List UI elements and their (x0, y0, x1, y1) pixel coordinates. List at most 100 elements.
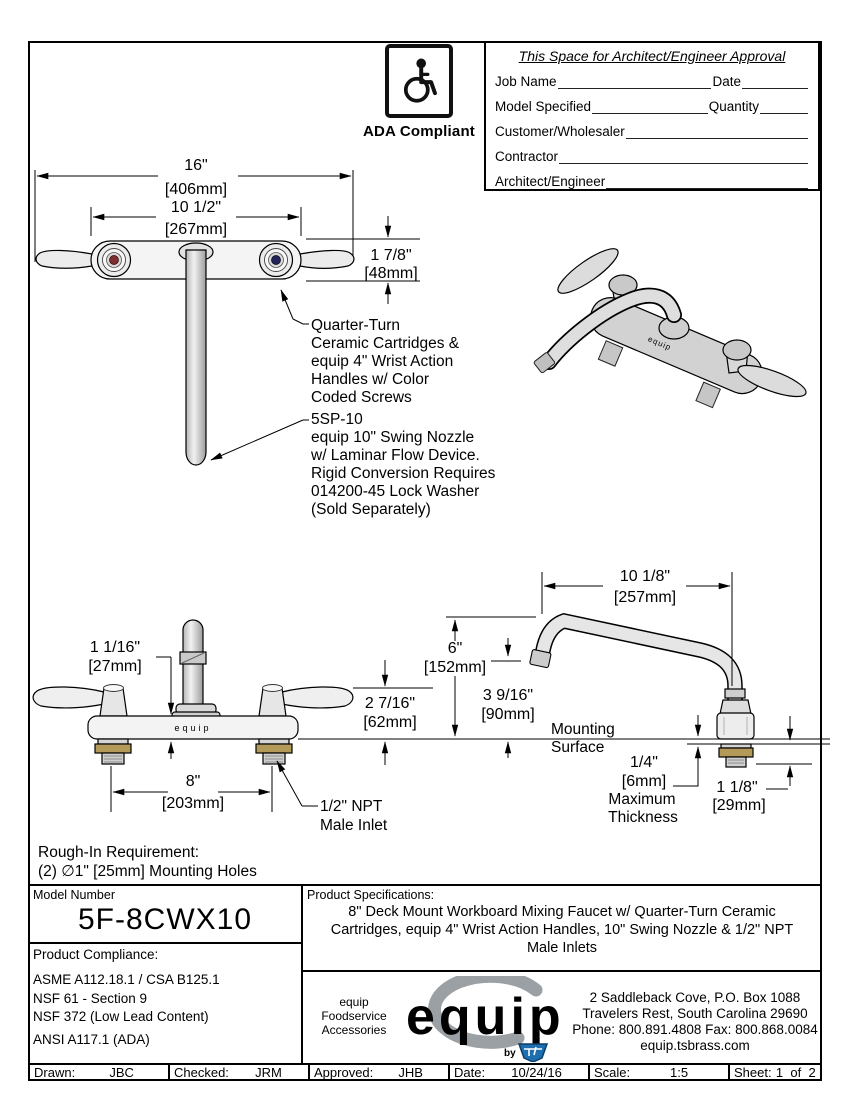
max-thickness-label: 1/4" [6mm] Maximum Thickness (608, 754, 678, 826)
callout-cartridges: Quarter-Turn Ceramic Cartridges & equip … (311, 317, 460, 406)
compliance-item: NSF 372 (Low Lead Content) (33, 1009, 209, 1024)
website-link: equip.tsbrass.com (640, 1038, 750, 1053)
cold-handle-hub (258, 242, 294, 278)
swing-nozzle-top-view (185, 249, 207, 466)
logo-wordmark: equip (406, 988, 565, 1046)
approval-row-model: Model Specified Quantity (495, 99, 809, 114)
left-blade-front (32, 686, 105, 709)
title-block-top-rule (28, 884, 822, 886)
footer-label: Checked: (174, 1064, 229, 1080)
left-hub-front (99, 687, 128, 717)
compliance-item: NSF 61 - Section 9 (33, 990, 148, 1006)
right-shank (255, 738, 293, 765)
dim-body-height-in: 2 7/16" (365, 695, 415, 712)
logo-by: by (504, 1048, 516, 1059)
svg-text:Handles w/ Color: Handles w/ Color (311, 371, 429, 388)
callout-inlet: 1/2" NPT Male Inlet (320, 798, 388, 834)
blank-line[interactable] (606, 175, 808, 189)
side-view: 10 1/8" [257mm] 6" [152mm] 3 9/16" [90mm… (424, 568, 812, 826)
model-compliance-rule (28, 942, 303, 944)
footer-label: Approved: (314, 1064, 374, 1080)
logo-swoosh (428, 976, 543, 1049)
footer-label: Sheet: (734, 1064, 772, 1080)
blank-line[interactable] (557, 75, 712, 89)
rough-in-line1: Rough-In Requirement: (38, 844, 200, 861)
footer-date: Date: 10/24/16 (448, 1064, 588, 1080)
callout-nozzle: 5SP-10 equip 10" Swing Nozzle w/ Laminar… (310, 411, 496, 518)
spec-line: Male Inlets (526, 940, 598, 956)
svg-text:Surface: Surface (551, 739, 604, 756)
svg-text:014200-45 Lock Washer: 014200-45 Lock Washer (311, 483, 479, 500)
footer-label: Date: (454, 1064, 486, 1080)
address-line: Phone: 800.891.4808 Fax: 800.868.0084 (572, 1022, 818, 1037)
wheelchair-icon (385, 44, 453, 118)
dim-plate-width-in: 10 1/2" (171, 199, 221, 216)
svg-text:Maximum: Maximum (608, 791, 675, 808)
company-address: 2 Saddleback Cove, P.O. Box 1088 Travele… (572, 990, 818, 1054)
right-wrist-blade (299, 249, 355, 269)
dim-shank-in: 1 1/8" (716, 779, 757, 796)
field-label: Architect/Engineer (495, 174, 606, 189)
address-line: 2 Saddleback Cove, P.O. Box 1088 (589, 990, 801, 1005)
spout-side-view (535, 614, 742, 713)
render-body: equip (589, 297, 763, 409)
dim-reach-in: 10 1/8" (620, 568, 670, 585)
rough-in-line2: (2) ∅1" [25mm] Mounting Holes (38, 863, 257, 880)
render-spout-tip (533, 352, 556, 374)
render-rear-blade (557, 248, 619, 294)
deck-brand-text: equip (174, 723, 211, 733)
deck-front-view (87, 715, 299, 740)
title-block-divider (301, 884, 303, 1065)
right-hub-front (258, 687, 287, 717)
hot-color-screw (109, 255, 119, 265)
brand-line: equip (339, 995, 369, 1009)
dim-plate-depth-in: 1 7/8" (370, 247, 411, 264)
product-specifications: 8" Deck Mount Workboard Mixing Faucet w/… (302, 903, 822, 957)
svg-text:equip 10" Swing Nozzle: equip 10" Swing Nozzle (311, 429, 474, 446)
footer-value: 1 of 2 (775, 1064, 816, 1080)
dim-clearance-in: 3 9/16" (483, 687, 533, 704)
svg-text:5SP-10: 5SP-10 (311, 411, 363, 428)
ada-compliant-mark: ADA Compliant (354, 44, 484, 140)
footer-value: 10/24/16 (511, 1064, 562, 1080)
dim-spout-height-in: 6" (448, 640, 463, 657)
blank-line[interactable] (760, 100, 808, 114)
footer-value: 1:5 (670, 1064, 689, 1080)
approval-row-architect: Architect/Engineer (495, 174, 809, 189)
footer-drawn: Drawn: JBC (30, 1065, 168, 1080)
dim-reach-mm: [257mm] (614, 589, 676, 606)
approval-row-contractor: Contractor (495, 149, 809, 164)
svg-text:(Sold Separately): (Sold Separately) (311, 501, 431, 518)
svg-text:1/4": 1/4" (630, 754, 658, 771)
dim-overall-width-mm: [406mm] (165, 181, 227, 198)
model-number-label: Model Number (33, 888, 115, 902)
blank-line[interactable] (742, 75, 808, 89)
svg-text:Rigid Conversion Requires: Rigid Conversion Requires (311, 465, 496, 482)
dim-body-height-mm: [62mm] (363, 714, 416, 731)
footer-approved: Approved: JHB (308, 1064, 448, 1080)
field-label: Date (712, 74, 741, 89)
ada-label: ADA Compliant (362, 123, 476, 140)
spec-logo-rule (301, 970, 822, 972)
dim-shank-mm: [29mm] (712, 797, 765, 814)
spout-aerator (529, 649, 552, 669)
field-label: Contractor (495, 149, 559, 164)
field-label: Job Name (495, 74, 557, 89)
dim-clearance-mm: [90mm] (481, 706, 534, 723)
svg-text:Male Inlet: Male Inlet (320, 817, 388, 834)
blank-line[interactable] (625, 125, 808, 139)
dim-centers-in: 8" (186, 773, 201, 790)
front-view: equip 1 1/16" [27mm] 2 7/1 (32, 619, 417, 834)
blank-line[interactable] (559, 150, 808, 164)
ts-brass-shield-icon (517, 1043, 549, 1062)
spec-line: Cartridges, equip 4" Wrist Action Handle… (330, 922, 794, 938)
right-blade-front (281, 686, 354, 709)
brand-line: Foodservice (321, 1009, 387, 1023)
approval-row-customer: Customer/Wholesaler (495, 124, 809, 139)
spec-line: 8" Deck Mount Workboard Mixing Faucet w/… (348, 904, 776, 920)
swivel-base (716, 712, 755, 740)
blank-line[interactable] (592, 100, 708, 114)
top-view: 16" [406mm] 10 1/2" [267mm] (34, 157, 496, 518)
